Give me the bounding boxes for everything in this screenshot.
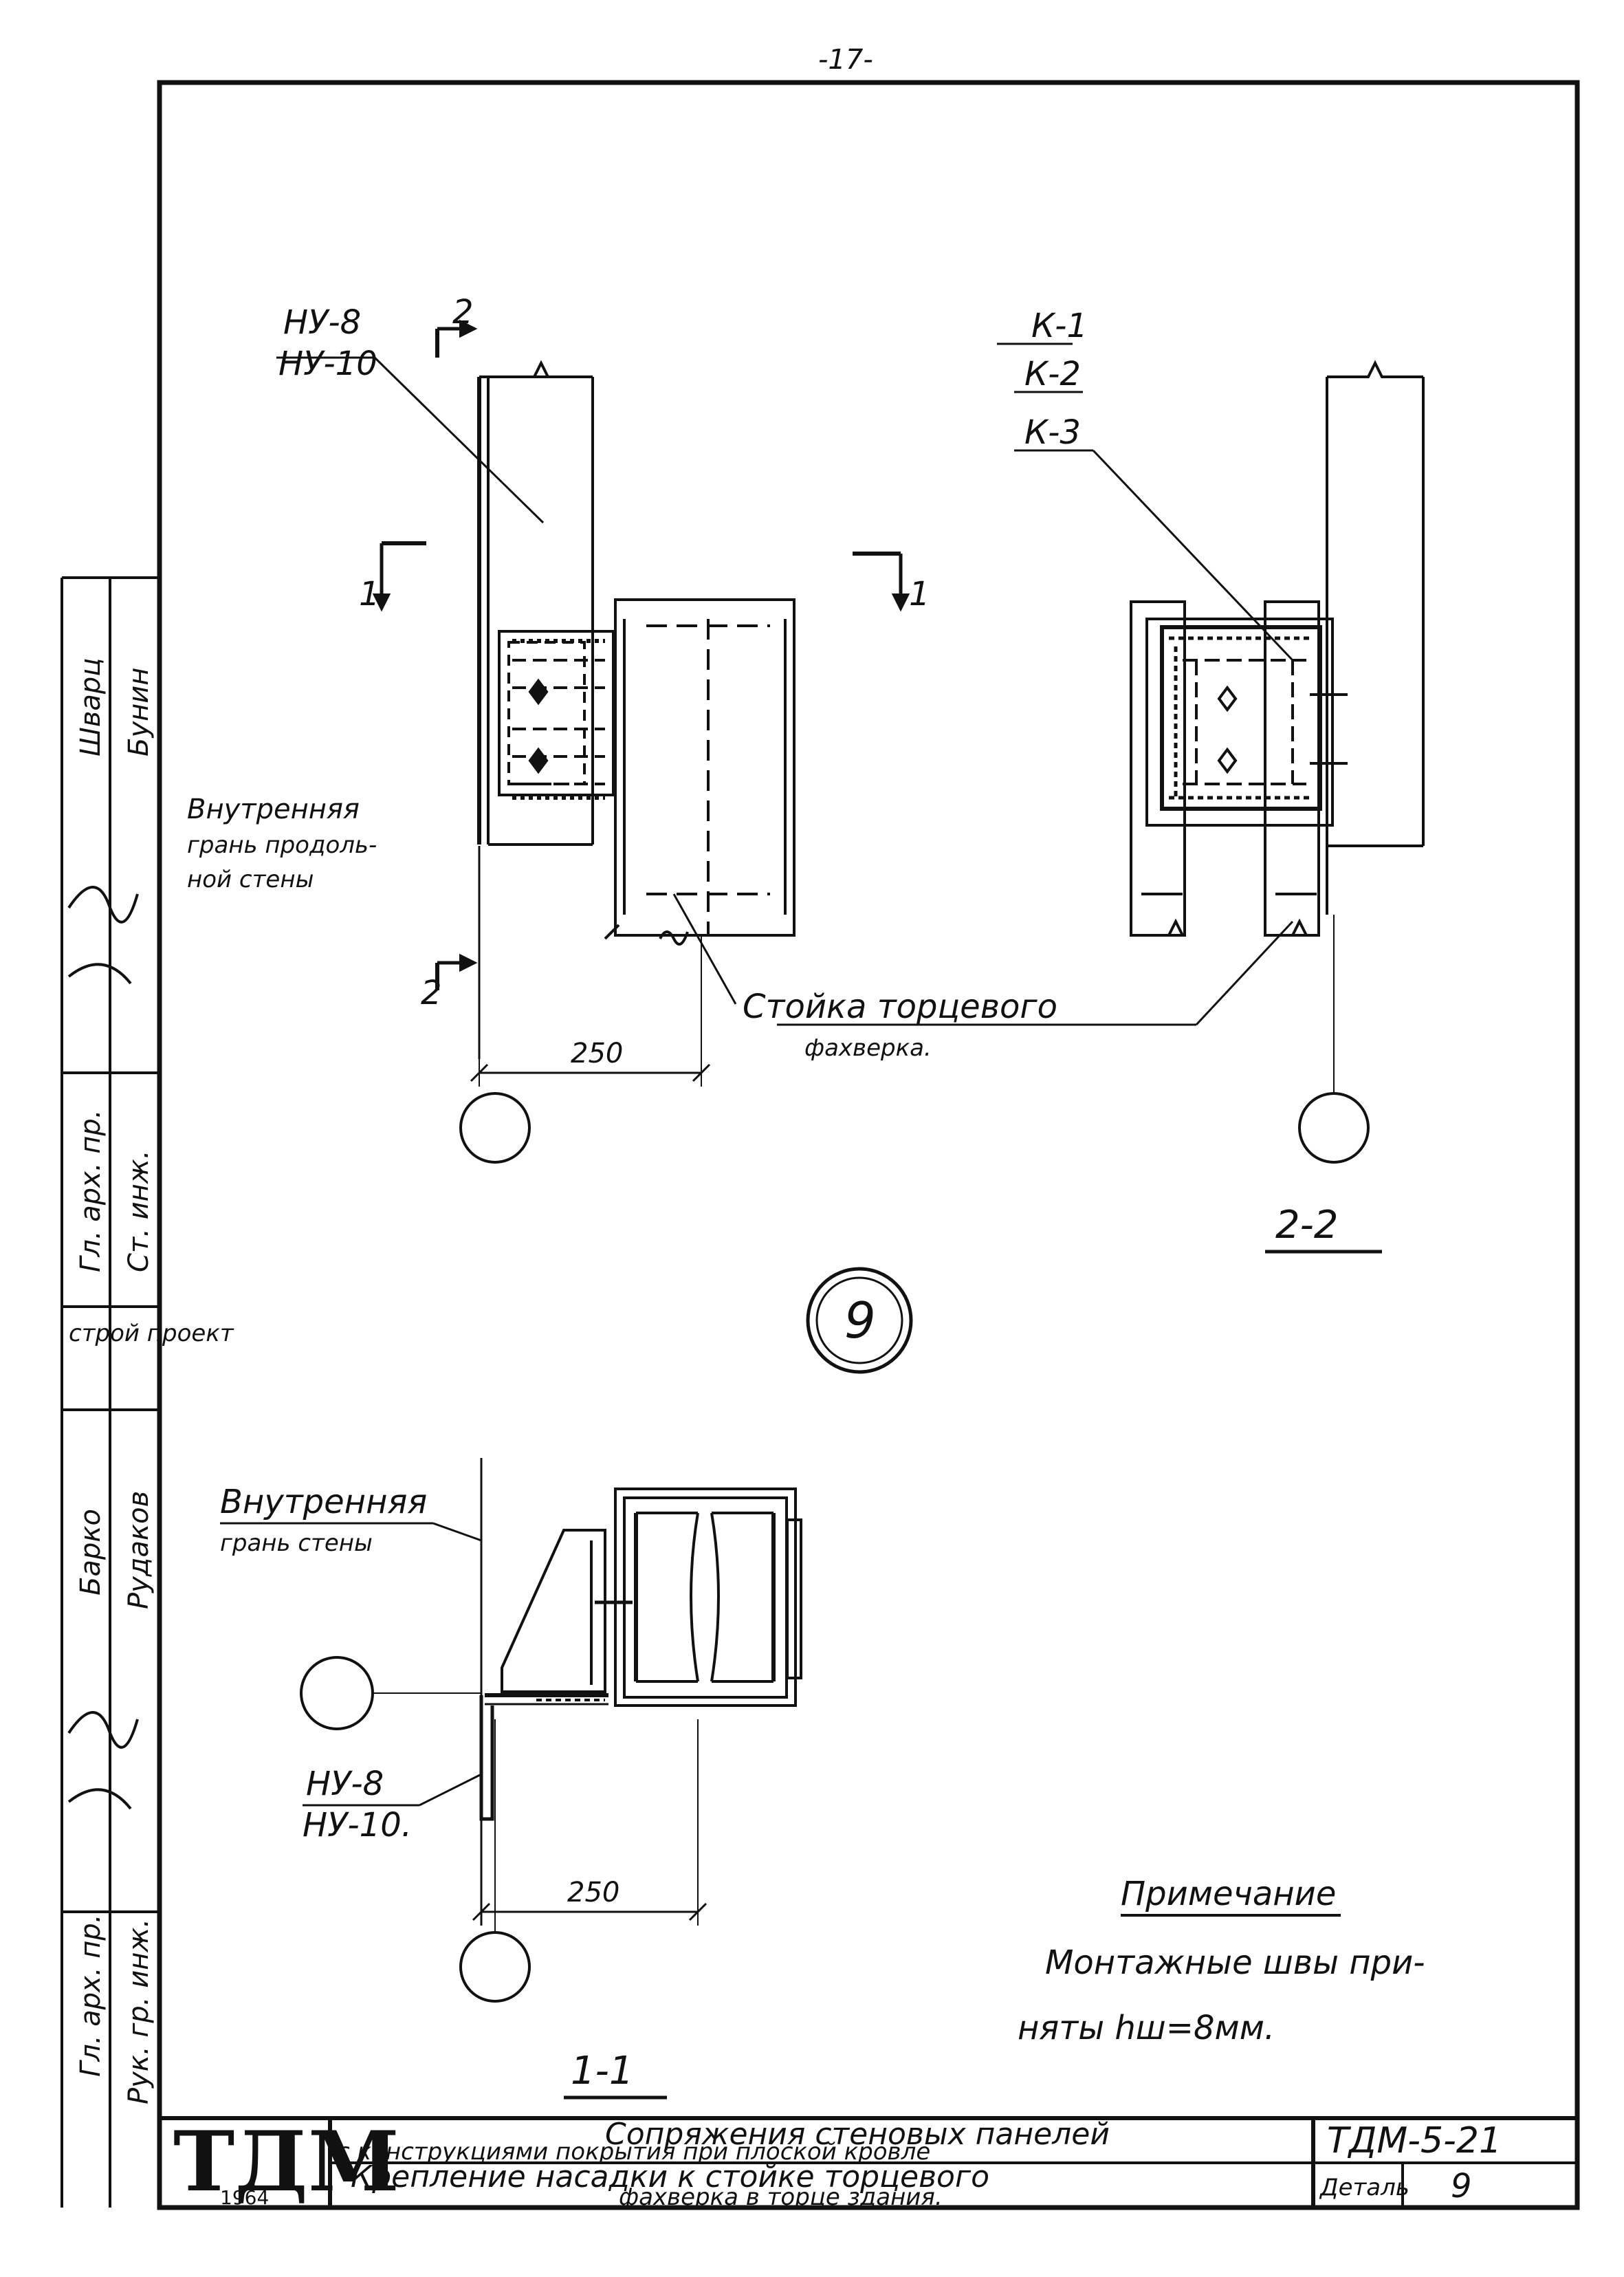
stamp-row2-role: Ст. инж.: [123, 1150, 155, 1272]
signature-2: [67, 1711, 139, 1810]
note-line1: Монтажные швы при-: [1045, 1943, 1425, 1982]
note-line2: няты hш=8мм.: [1018, 2009, 1275, 2047]
stamp-row2-name: Бунин: [123, 668, 155, 756]
column-note-line1: Стойка торцевого: [743, 988, 1057, 1026]
stamp-row3-name: Барко: [75, 1509, 107, 1595]
stamp-row4-name: Рудаков: [123, 1491, 155, 1609]
elevation-labels: НУ-8 НУ-10 2 2 1 1 Внутренняя грань прод…: [187, 293, 1057, 1069]
signature-1: [67, 886, 139, 985]
title-block: [160, 2116, 1577, 2210]
sec11-dimension: 250: [567, 1877, 619, 1908]
title-line1: Сопряжения стеновых панелей: [605, 2117, 1110, 2152]
stamp-row1-role: Гл. арх. пр.: [75, 1109, 107, 1272]
elev-dimension: 250: [571, 1038, 623, 1069]
detail-label: Деталь: [1319, 2174, 1409, 2201]
note-block: Примечание Монтажные швы при- няты hш=8м…: [1018, 1875, 1425, 2047]
section-2-2-title: 2-2: [1275, 1203, 1338, 1248]
section-1-1-title: 1-1: [571, 2049, 633, 2093]
detail-number: 9: [844, 1292, 876, 1349]
section-1-1-labels: Внутренняя грань стены НУ-8 НУ-10. 250 1…: [220, 1483, 633, 2093]
detail-number-marker: 9: [806, 1267, 913, 1374]
title-line2: с конструкциями покрытия при плоской кро…: [337, 2138, 930, 2166]
cut-mark-2-bottom: 2: [421, 974, 442, 1012]
stamp-row3-role: Гл. арх. пр.: [75, 1914, 107, 2077]
section-1-1-view: [220, 1458, 802, 2100]
wall-note-line1: Внутренняя: [187, 794, 360, 825]
wall-note-line3: ной стены: [187, 866, 314, 893]
side-stamp-text: Гл. арх. пр. Шварц Ст. инж. Бунин строй …: [67, 658, 234, 2104]
page-number: -17-: [818, 44, 873, 76]
sec11-label-nu10: НУ-10.: [303, 1806, 412, 1844]
cut-mark-1-right: 1: [909, 575, 930, 613]
column-note-line2: фахверка.: [804, 1034, 932, 1062]
section-2-2-view: [777, 342, 1425, 1254]
elevation-view: [276, 319, 910, 1164]
sec11-wall-note-line2: грань стены: [220, 1529, 373, 1557]
title-block-text: ТДМ 1964 Сопряжения стеновых панелей с к…: [173, 2113, 1502, 2211]
doc-code: ТДМ-5-21: [1327, 2120, 1502, 2161]
sec22-label-k2: К-2: [1024, 355, 1081, 393]
stamp-org: строй проект: [69, 1320, 234, 1347]
detail-value: 9: [1451, 2167, 1472, 2205]
org-logo: ТДМ: [173, 2113, 399, 2210]
stamp-row4-role: Рук. гр. инж.: [123, 1919, 155, 2104]
sec11-label-nu8: НУ-8: [306, 1765, 384, 1803]
sec22-label-k1: К-1: [1031, 307, 1088, 345]
stamp-row1-name: Шварц: [75, 658, 107, 756]
subtitle-line1: Крепление насадки к стойке торцевого: [351, 2159, 989, 2194]
side-stamp: [61, 576, 160, 2208]
section-2-2-labels: К-1 К-2 К-3 2-2: [1024, 307, 1338, 1248]
note-title: Примечание: [1121, 1875, 1336, 1913]
subtitle-line2: фахверка в торце здания.: [619, 2183, 943, 2211]
year: 1964: [220, 2186, 269, 2209]
elev-label-nu8: НУ-8: [283, 303, 361, 342]
sec22-label-k3: К-3: [1024, 413, 1081, 452]
elev-label-nu10: НУ-10: [278, 345, 377, 383]
cut-mark-2-top: 2: [452, 293, 474, 331]
wall-note-line2: грань продоль-: [187, 831, 377, 859]
cut-mark-1-left: 1: [359, 575, 380, 613]
sec11-wall-note-line1: Внутренняя: [220, 1483, 427, 1521]
